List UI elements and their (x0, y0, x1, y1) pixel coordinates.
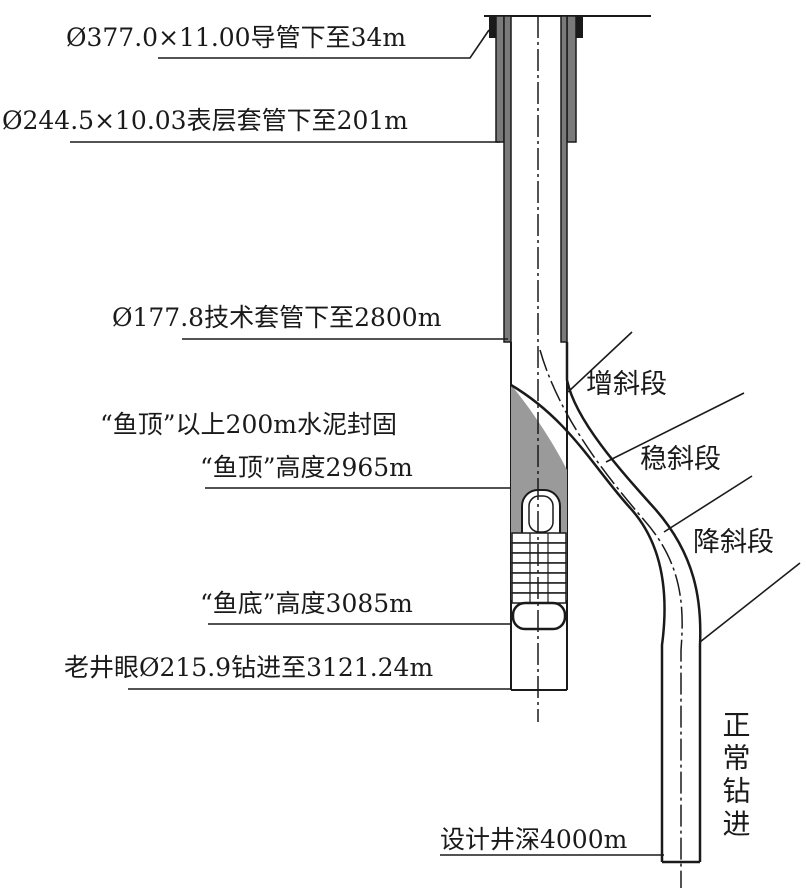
drop-section-label: 降斜段 (693, 527, 774, 558)
technical-casing (503, 15, 568, 343)
surface-casing-label: Ø244.5×10.03表层套管下至201m (2, 106, 408, 135)
design-depth-label: 设计井深4000m (440, 825, 628, 854)
fish-top-label: “鱼顶”高度2965m (200, 453, 413, 482)
conductor-label: Ø377.0×11.00导管下至34m (66, 23, 406, 52)
leader-lines-right (567, 331, 801, 643)
hold-section-label: 稳斜段 (640, 444, 721, 475)
old-hole-label: 老井眼Ø215.9钻进至3121.24m (64, 653, 433, 682)
conductor-casing (489, 16, 583, 38)
sidetrack-wellbore (510, 342, 702, 864)
tech-casing-label: Ø177.8技术套管下至2800m (112, 303, 442, 332)
centerlines (537, 16, 683, 888)
fish-bottom-label: “鱼底”高度3085m (200, 589, 413, 618)
build-section-label: 增斜段 (586, 369, 667, 400)
cement-plug-label: “鱼顶”以上200m水泥封固 (100, 410, 397, 439)
leader-lines-left (70, 29, 664, 856)
fish (511, 489, 567, 631)
normal-drilling-label: 正常钻进 (719, 710, 752, 842)
